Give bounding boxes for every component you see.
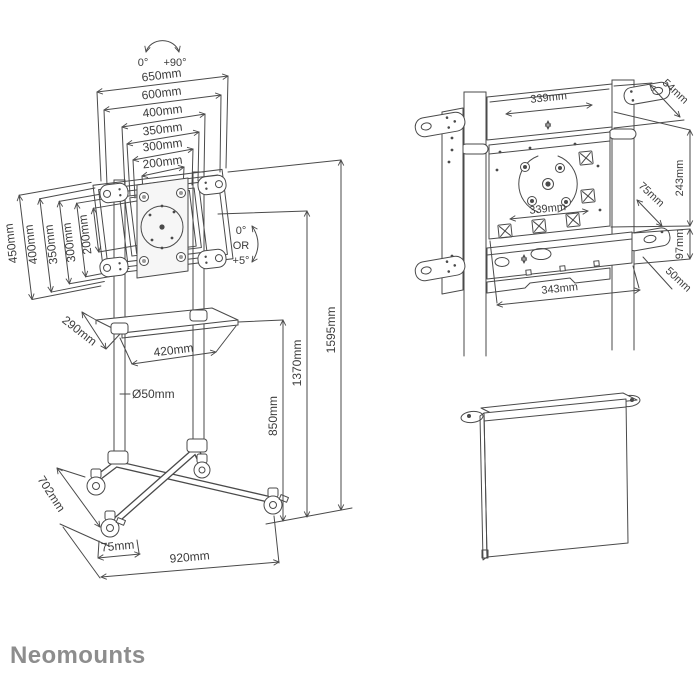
width-200-label: 200mm [142,153,183,172]
base-legs [91,438,276,528]
width-650-label: 650mm [141,66,182,85]
right-leg-collar [186,438,208,453]
mounting-tabs [99,174,227,278]
detail-top-width-label: 339mm [530,90,568,106]
left-pole-collar [460,143,489,155]
rotation-left-label: 0° [138,57,149,69]
caster-front-right [263,487,289,515]
rotation-range-annotation: 0° +90° [138,40,187,69]
shelf-clamp-left [110,322,129,335]
pole-diameter-annotation: Ø50mm [119,387,175,401]
plate-height-label: 243mm [674,160,686,197]
left-hook-strip [441,107,464,295]
cover-drawing [460,392,641,561]
width-dimensions: 650mm 600mm 400mm 350mm 300mm 200mm [97,66,228,207]
stand-height-dimensions: 850mm 1370mm 1595mm [217,160,353,525]
base-width-dimension: 920mm [62,515,279,578]
total-height-label: 1595mm [324,307,338,354]
base-width-label: 920mm [169,548,210,565]
height-200-label: 200mm [76,214,95,255]
shelf-width-label: 420mm [153,341,194,360]
columns [113,171,205,453]
bracket-offset-label: 75mm [636,180,667,210]
wing-top-left [414,111,466,138]
right-pole-collar [608,128,637,140]
pole-diameter-label: Ø50mm [132,387,175,401]
lower-bar-height-label: 97mm [674,229,686,260]
shelf [95,307,239,339]
height-450-label: 450mm [2,223,21,264]
floor-line-left [59,523,110,547]
tilt-0-label: 0° [236,225,247,237]
hook-depth-label: 50mm [663,265,694,295]
cover-ear-left [460,410,484,424]
rotation-guide-arc-left [518,155,539,213]
stand-drawing: 0° +90° 650mm 600mm 400mm 350mm [2,40,353,578]
tilt-annotation: 0° OR +5° [233,225,259,267]
vesa-hole [578,150,594,166]
caster-front-left [100,510,126,538]
base-depth-label: 702mm [35,473,69,514]
width-400-label: 400mm [142,102,183,121]
floor-line-right [265,507,353,525]
detail-plate: 339mm [488,131,611,240]
rotation-right-label: +90° [163,57,186,69]
cover-body [479,398,629,561]
height-dimensions: 450mm 400mm 350mm 300mm 200mm [2,181,142,299]
rotation-arc-icon [146,40,179,52]
rotation-guide-arc-right [557,155,578,213]
detail-lower-bar [486,231,633,280]
shelf-width-dimension: 420mm [119,325,237,364]
vesa-hole [497,223,513,239]
width-300-label: 300mm [142,136,183,155]
height-350-label: 350mm [42,224,61,265]
tilt-5-label: +5° [233,255,250,267]
detail-top-bar: 339mm [486,83,613,141]
caster-height-label: 75mm [100,538,134,555]
caster-back-right [193,453,211,479]
brand-logo: Neomounts [10,642,146,669]
height-300-label: 300mm [60,222,79,263]
adapter-plate [136,177,189,279]
caster-dimension: 75mm [98,538,140,558]
column-height-label: 1370mm [290,340,304,387]
wing-bottom-left [414,255,466,282]
tilt-arc-icon [252,226,259,262]
width-350-label: 350mm [142,120,183,139]
width-600-label: 600mm [141,84,182,103]
shelf-clamp-right [189,309,208,322]
height-400-label: 400mm [22,224,41,265]
left-leg-collar [107,450,129,465]
bracket-detail-drawing: 339mm 339mm [414,77,694,357]
bottom-width-label: 343mm [541,281,579,297]
vesa-hole [580,188,596,204]
shelf-height-label: 850mm [266,396,280,436]
tilt-or-label: OR [233,240,250,252]
